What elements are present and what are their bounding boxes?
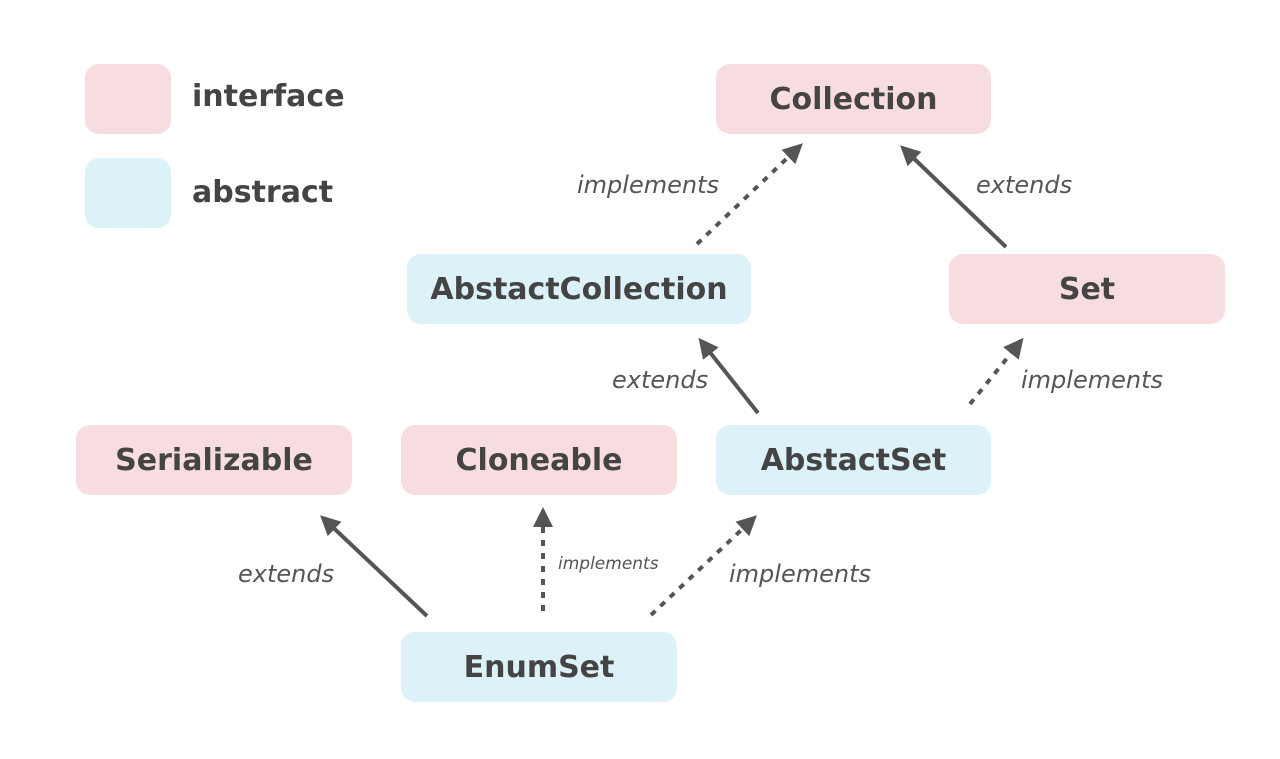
edge-label-implements-collection: implements — [577, 171, 719, 199]
edge-label-implements-cloneable: implements — [558, 554, 659, 574]
legend-interface-label: interface — [192, 79, 345, 114]
node-collection-label: Collection — [769, 81, 938, 117]
edge-label-extends-collection: extends — [976, 171, 1073, 199]
edge-label-extends-serializable: extends — [238, 560, 335, 588]
edge-enumset-serializable — [320, 515, 429, 618]
node-cloneable-label: Cloneable — [455, 442, 623, 478]
edge-label-implements-set: implements — [1021, 366, 1163, 394]
node-abstract-collection: AbstactCollection — [407, 254, 751, 324]
node-abstract-collection-label: AbstactCollection — [430, 271, 728, 307]
node-abstract-set: AbstactSet — [716, 425, 991, 495]
node-enum-set: EnumSet — [401, 632, 677, 702]
node-set: Set — [949, 254, 1225, 324]
edge-set-collection — [900, 145, 1008, 249]
legend-interface-swatch — [85, 64, 171, 134]
node-serializable-label: Serializable — [115, 442, 313, 478]
legend-abstract-label: abstract — [192, 175, 334, 210]
legend-abstract-swatch — [85, 158, 171, 228]
node-collection: Collection — [716, 64, 991, 134]
edge-abstractcollection-collection — [695, 143, 803, 246]
edge-abstractset-abstractcollection — [698, 337, 760, 415]
node-set-label: Set — [1058, 271, 1116, 307]
node-serializable: Serializable — [76, 425, 352, 495]
edge-abstractset-set — [968, 337, 1024, 406]
edge-enumset-abstractset — [649, 515, 757, 617]
edge-label-implements-abstractset: implements — [729, 560, 871, 588]
node-abstract-set-label: AbstactSet — [760, 442, 947, 478]
node-enum-set-label: EnumSet — [463, 649, 615, 685]
edge-label-extends-abstractcollection: extends — [612, 366, 709, 394]
node-cloneable: Cloneable — [401, 425, 677, 495]
